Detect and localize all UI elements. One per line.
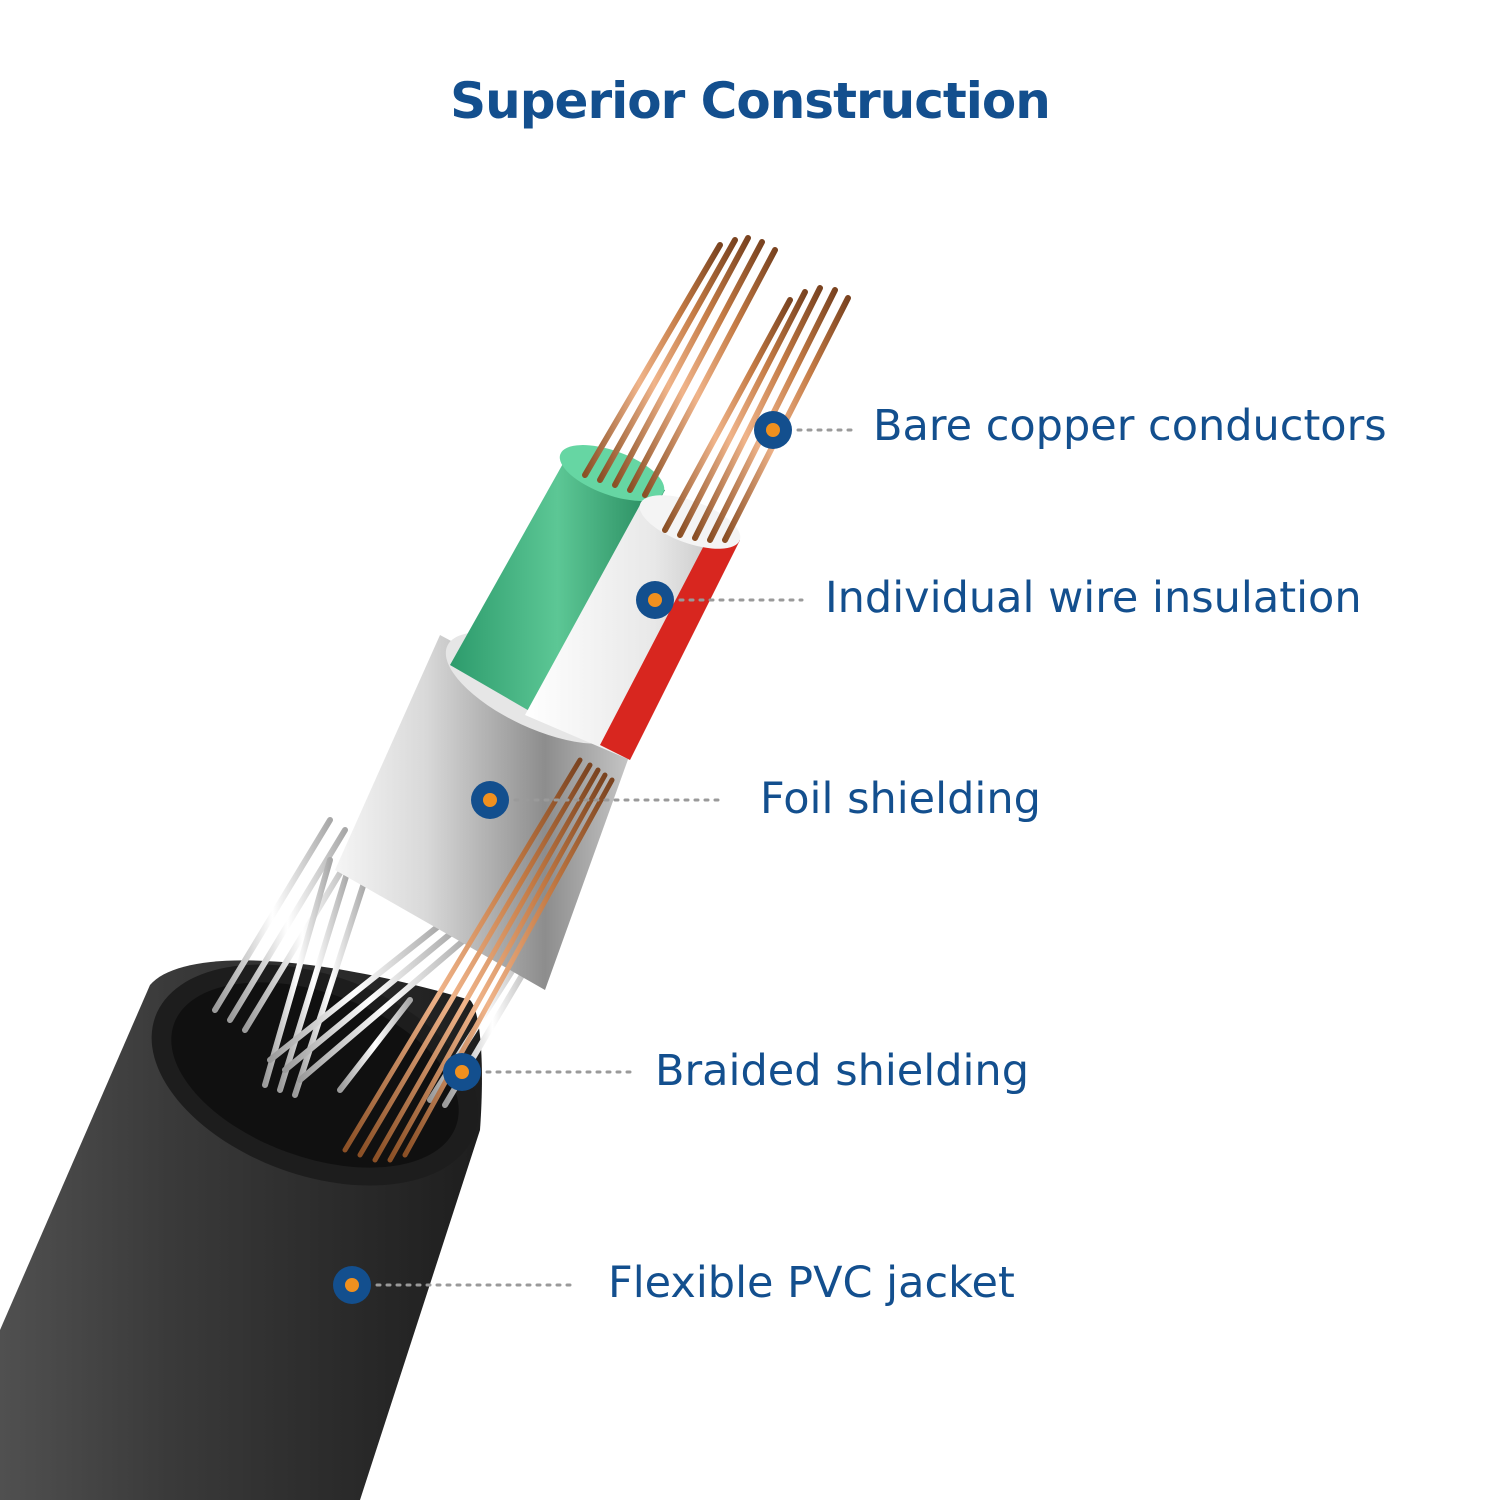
marker-jacket — [333, 1266, 371, 1304]
callout-label-foil: Foil shielding — [760, 774, 1041, 824]
callout-label-braid: Braided shielding — [655, 1046, 1029, 1096]
callout-label-jacket: Flexible PVC jacket — [608, 1258, 1015, 1308]
marker-conductors — [754, 411, 792, 449]
page-title: Superior Construction — [450, 72, 1051, 130]
leader-lines — [375, 428, 854, 1287]
callout-label-insulation: Individual wire insulation — [825, 573, 1362, 623]
callout-label-conductors: Bare copper conductors — [873, 401, 1387, 451]
marker-braid — [443, 1053, 481, 1091]
marker-foil — [471, 781, 509, 819]
green-wire — [450, 445, 665, 720]
marker-insulation — [636, 581, 674, 619]
drain-wire — [342, 757, 615, 1163]
